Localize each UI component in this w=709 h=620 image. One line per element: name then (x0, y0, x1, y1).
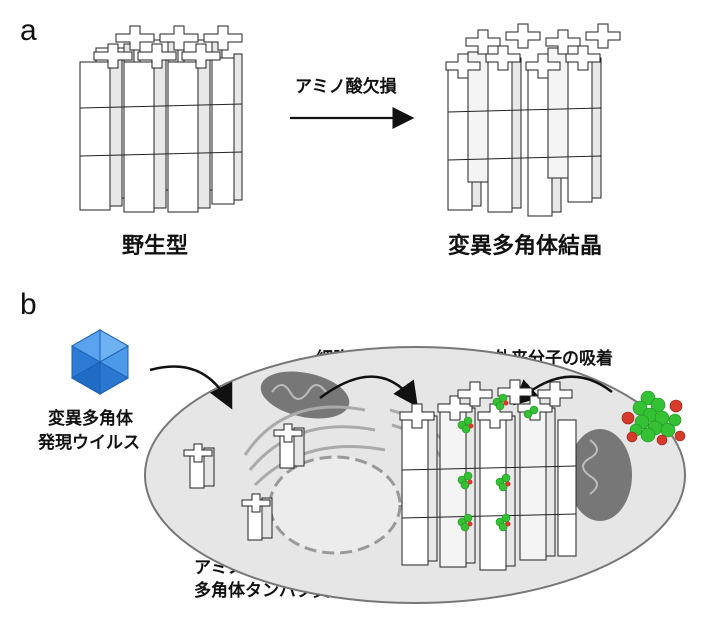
virus-label-line1: 変異多角体 (48, 409, 133, 429)
mutant-crystal-caption: 変異多角体結晶 (448, 234, 603, 259)
panel-a-label: a (20, 14, 37, 47)
mitochondrion-icon (568, 429, 632, 521)
guest-molecule-icon (621, 390, 686, 446)
polyhedrin-unit (273, 423, 305, 469)
virus-icon (70, 329, 130, 395)
mutation-arrow-label: アミノ酸欠損 (295, 77, 397, 97)
polyhedrin-unit (183, 443, 215, 489)
nucleus (268, 455, 402, 555)
polyhedrin-unit (241, 493, 273, 541)
wild-type-crystal (79, 25, 243, 213)
mutant-crystal (445, 23, 621, 217)
crystallization-arrow (319, 375, 418, 408)
wild-type-caption: 野生型 (122, 234, 189, 259)
adsorbed-molecules (457, 393, 539, 532)
infection-arrow (149, 365, 233, 410)
panel-b-label: b (20, 288, 37, 321)
virus-label-line2: 発現ウイルス (38, 433, 140, 453)
